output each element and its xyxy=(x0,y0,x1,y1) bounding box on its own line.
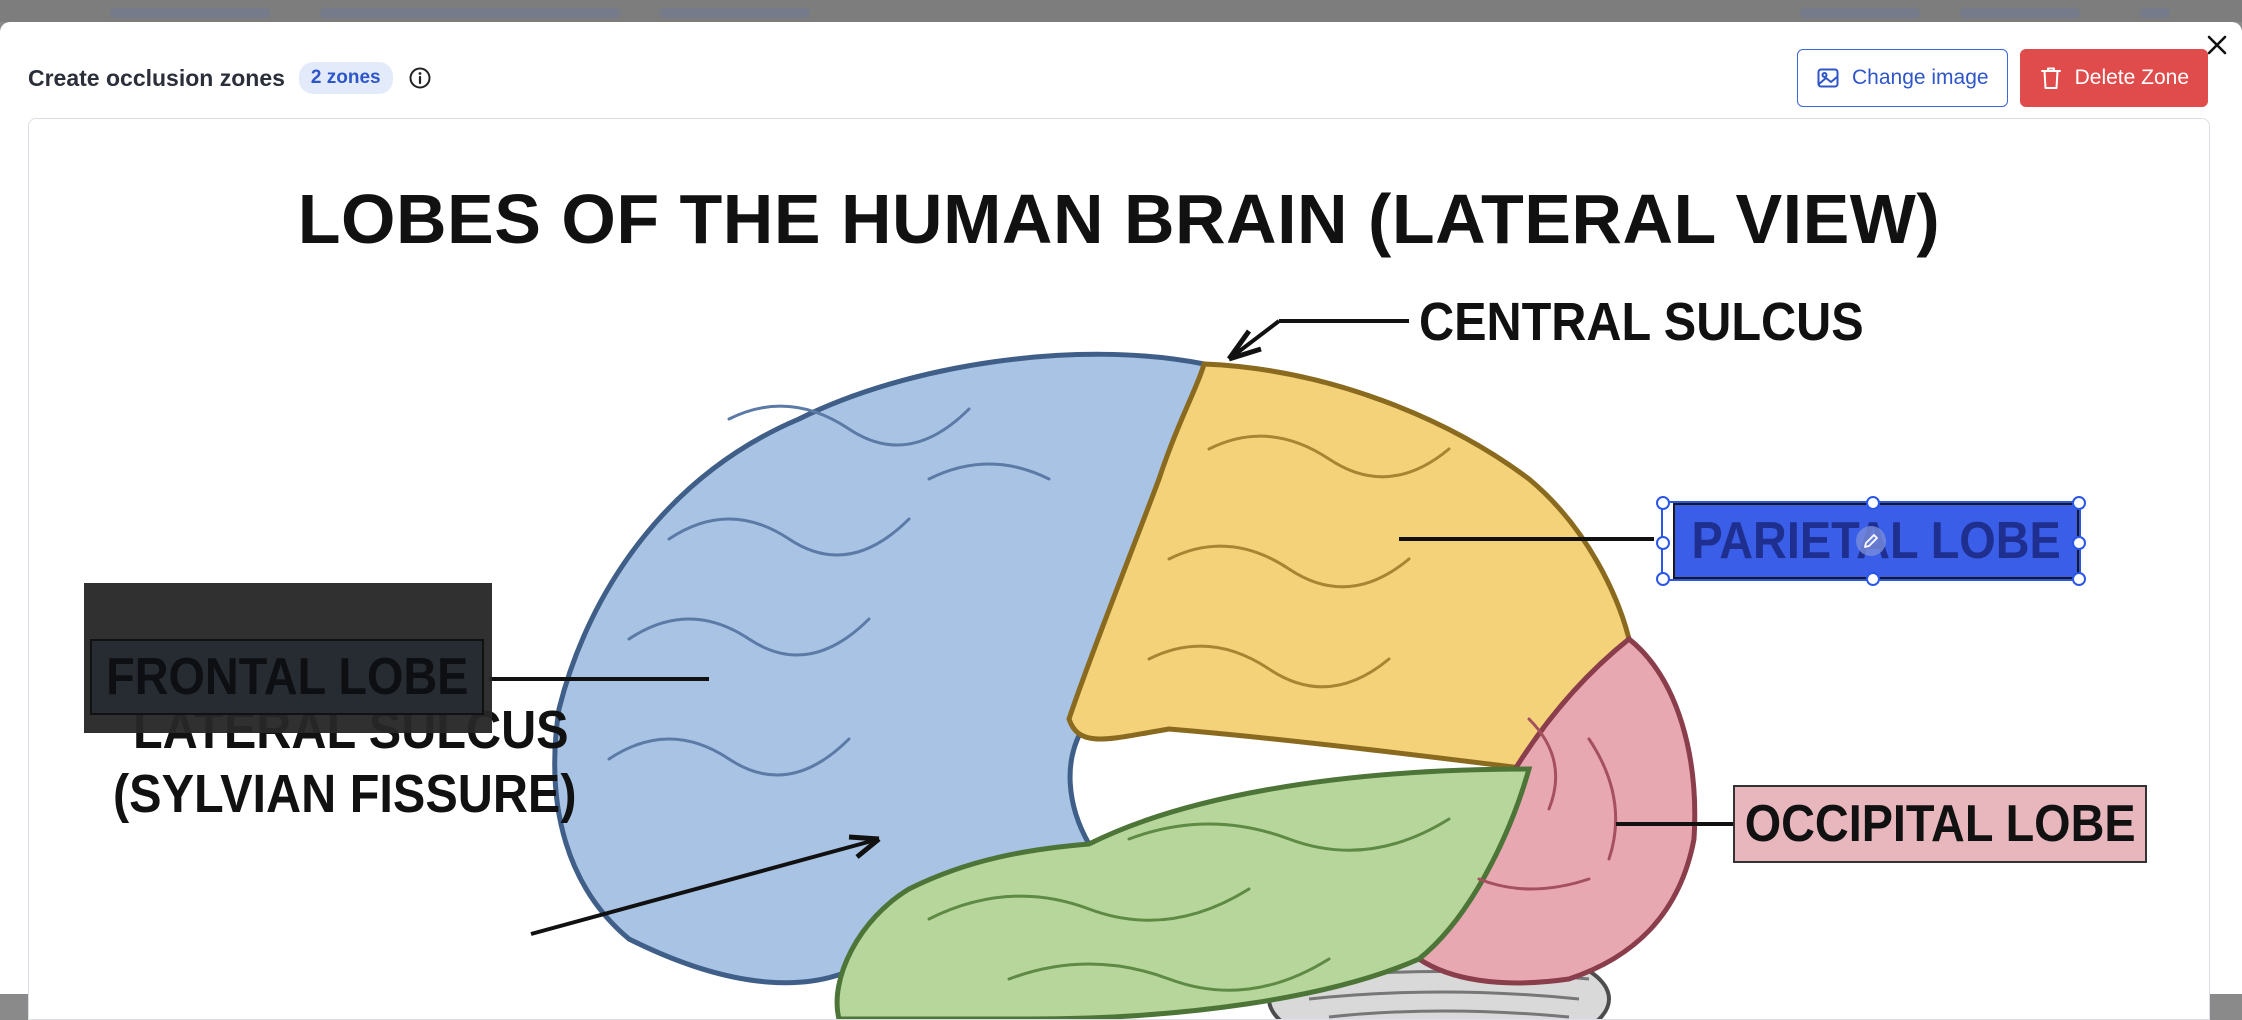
background-element xyxy=(1960,8,2080,18)
modal-header: Create occlusion zones 2 zones xyxy=(28,60,433,96)
occlusion-canvas[interactable]: LOBES OF THE HUMAN BRAIN (LATERAL VIEW) xyxy=(28,118,2210,1020)
close-button[interactable] xyxy=(2202,30,2232,60)
diagram-title: LOBES OF THE HUMAN BRAIN (LATERAL VIEW) xyxy=(297,180,1941,258)
trash-icon xyxy=(2040,67,2061,89)
resize-handle-top-left[interactable] xyxy=(1656,496,1670,510)
occlusion-zone-frontal[interactable]: FRONTAL LOBE xyxy=(84,583,492,733)
background-element xyxy=(2140,8,2170,18)
resize-handle-right[interactable] xyxy=(2072,536,2086,550)
delete-zone-label: Delete Zone xyxy=(2074,66,2189,89)
occlusion-modal: Create occlusion zones 2 zones Change im… xyxy=(0,22,2242,1020)
close-icon[interactable] xyxy=(2206,34,2228,56)
sylvian-fissure-label: (SYLVIAN FISSURE) xyxy=(113,764,577,824)
pencil-icon xyxy=(1864,534,1878,548)
gyri-texture xyxy=(607,404,1618,992)
background-element xyxy=(110,8,270,18)
background-app-bar xyxy=(0,0,2242,22)
image-icon xyxy=(1817,68,1839,88)
resize-handle-left[interactable] xyxy=(1656,536,1670,550)
parietal-lobe xyxy=(1066,361,1632,772)
background-element xyxy=(1800,8,1920,18)
delete-zone-button[interactable]: Delete Zone xyxy=(2019,49,2208,107)
resize-handle-bottom-right[interactable] xyxy=(2072,572,2086,586)
background-element xyxy=(660,8,810,18)
info-icon[interactable] xyxy=(407,65,433,91)
edit-zone-button[interactable] xyxy=(1856,526,1886,556)
change-image-button[interactable]: Change image xyxy=(1797,49,2008,107)
header-actions: Change image Delete Zone xyxy=(1797,49,2208,107)
background-element xyxy=(320,8,620,18)
resize-handle-bottom-left[interactable] xyxy=(1656,572,1670,586)
brain-illustration xyxy=(489,319,1733,1019)
resize-handle-top-right[interactable] xyxy=(2072,496,2086,510)
resize-handle-top[interactable] xyxy=(1866,496,1880,510)
occipital-lobe xyxy=(1415,635,1698,986)
resize-handle-bottom[interactable] xyxy=(1866,572,1880,586)
pointer-lines xyxy=(489,319,1733,936)
frontal-lobe-text: FRONTAL LOBE xyxy=(105,648,469,706)
occipital-lobe-text: OCCIPITAL LOBE xyxy=(1744,795,2136,853)
central-sulcus-label: CENTRAL SULCUS xyxy=(1419,292,1864,352)
change-image-label: Change image xyxy=(1852,66,1989,89)
occlusion-zone-parietal-selected[interactable]: PARIETAL LOBE xyxy=(1656,496,2086,586)
frontal-lobe-label: FRONTAL LOBE xyxy=(90,639,484,715)
zone-count-badge: 2 zones xyxy=(298,62,393,94)
modal-title: Create occlusion zones xyxy=(28,64,285,91)
temporal-lobe xyxy=(834,766,1533,1019)
occipital-lobe-label: OCCIPITAL LOBE xyxy=(1733,785,2147,863)
